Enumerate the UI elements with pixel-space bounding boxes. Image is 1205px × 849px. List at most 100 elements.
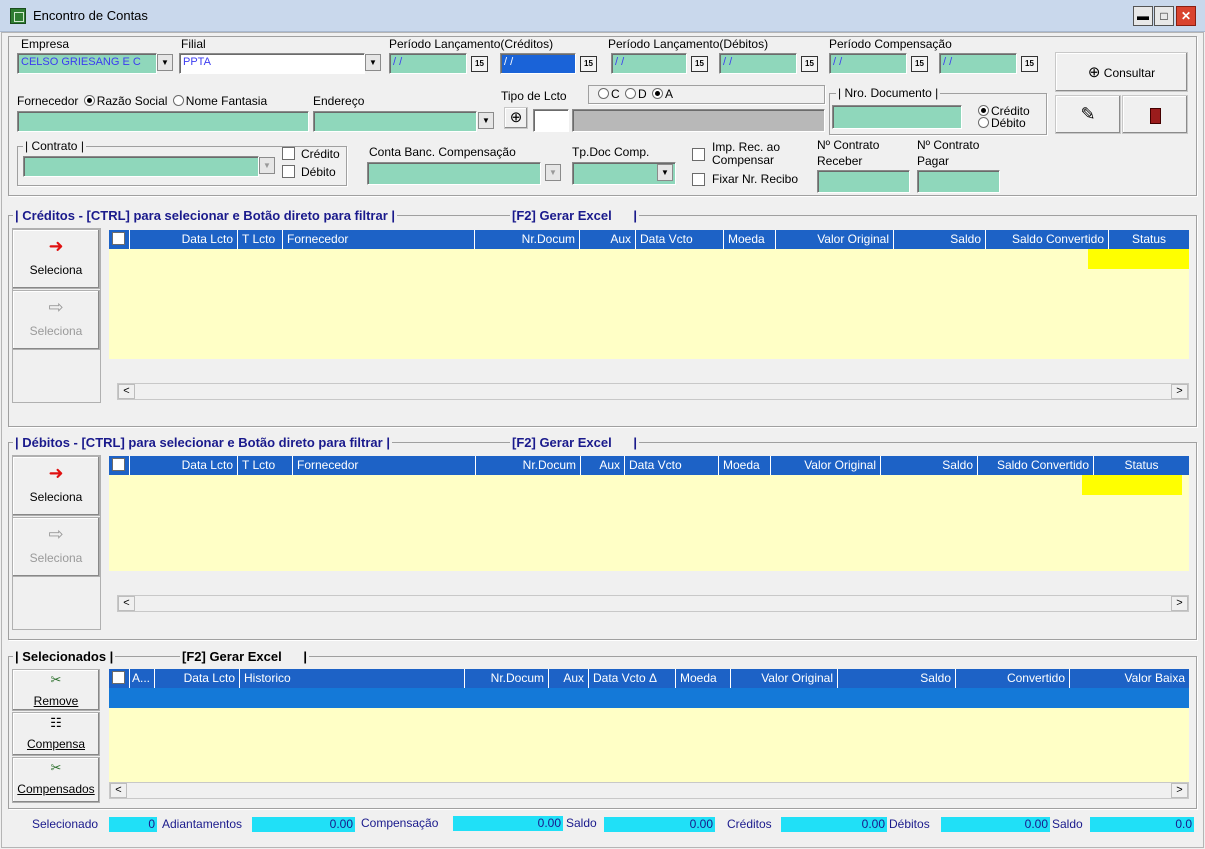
col-data-vcto[interactable]: Data Vcto (625, 456, 719, 475)
selecionados-excel-label[interactable]: [F2] Gerar Excel | (180, 649, 310, 664)
col-t-lcto[interactable]: T Lcto (238, 456, 293, 475)
maximize-button[interactable]: □ (1154, 6, 1174, 26)
calendar-icon[interactable]: 15 (691, 56, 708, 72)
selecionados-grid-body[interactable] (109, 708, 1189, 782)
col-valor-original[interactable]: Valor Original (771, 456, 881, 475)
exit-door-icon[interactable] (1122, 95, 1188, 134)
nome-fantasia-radio[interactable] (172, 95, 184, 106)
col-convertido[interactable]: Convertido (956, 669, 1070, 688)
creditos-date-end[interactable]: / / (500, 53, 576, 74)
tp-doc-field[interactable] (572, 162, 676, 185)
col-moeda[interactable]: Moeda (719, 456, 771, 475)
razao-social-radio[interactable] (83, 95, 95, 106)
compensados-button[interactable]: ✂ Compensados (12, 757, 100, 803)
nro-documento-field[interactable] (832, 105, 962, 129)
consultar-button[interactable]: ⊕ Consultar (1055, 52, 1188, 92)
scroll-right-icon[interactable]: > (1171, 596, 1188, 611)
col-data-lcto[interactable]: Data Lcto (130, 230, 238, 249)
calendar-icon[interactable]: 15 (471, 56, 488, 72)
contrato-dropdown-icon[interactable]: ▼ (259, 157, 275, 174)
select-all-checkbox[interactable] (109, 230, 130, 249)
col-t-lcto[interactable]: T Lcto (238, 230, 283, 249)
col-saldo[interactable]: Saldo (881, 456, 978, 475)
close-button[interactable]: ✕ (1176, 6, 1196, 26)
col-nr-docum[interactable]: Nr.Docum (475, 230, 580, 249)
calendar-icon[interactable]: 15 (580, 56, 597, 72)
scroll-right-icon[interactable]: > (1171, 384, 1188, 399)
tipo-lcto-code-field[interactable] (533, 109, 569, 132)
creditos-hscroll[interactable] (117, 383, 1189, 400)
col-moeda[interactable]: Moeda (676, 669, 731, 688)
remove-button[interactable]: ✂ Remove (12, 669, 100, 711)
creditos-date-start[interactable]: / / (389, 53, 467, 74)
compensacao-date-end[interactable]: / / (939, 53, 1017, 74)
col-valor-baixa[interactable]: Valor Baixa (1124, 671, 1185, 685)
select-all-checkbox[interactable] (109, 669, 130, 688)
col-data-vcto[interactable]: Data Vcto Δ (589, 669, 676, 688)
col-fornecedor[interactable]: Fornecedor (293, 456, 476, 475)
edit-pencil-icon[interactable]: ✎ (1055, 95, 1121, 134)
scroll-left-icon[interactable]: < (118, 384, 135, 399)
tipo-a-radio[interactable] (652, 88, 664, 99)
imp-rec-checkbox[interactable] (692, 148, 705, 161)
scroll-left-icon[interactable]: < (110, 783, 127, 798)
debitos-excel-label[interactable]: [F2] Gerar Excel | (510, 435, 640, 450)
fornecedor-field[interactable] (17, 111, 309, 132)
col-valor-original[interactable]: Valor Original (776, 230, 894, 249)
debito-radio[interactable] (978, 117, 989, 128)
tp-doc-dropdown-icon[interactable]: ▼ (657, 164, 673, 181)
col-aux[interactable]: Aux (581, 456, 625, 475)
fixar-nr-checkbox[interactable] (692, 173, 705, 186)
endereco-field[interactable] (313, 111, 477, 132)
col-fornecedor[interactable]: Fornecedor (283, 230, 475, 249)
calendar-icon[interactable]: 15 (801, 56, 818, 72)
compensa-button[interactable]: ☷ Compensa (12, 712, 100, 756)
col-nr-docum[interactable]: Nr.Docum (476, 456, 581, 475)
col-aux[interactable]: Aux (549, 669, 589, 688)
debitos-date-end[interactable]: / / (719, 53, 797, 74)
endereco-dropdown-icon[interactable]: ▼ (478, 112, 494, 129)
debitos-seleciona-button[interactable]: ➜ Seleciona (12, 456, 100, 516)
contrato-credito-checkbox[interactable] (282, 147, 295, 160)
nr-contrato-pagar-field[interactable] (917, 170, 1000, 193)
col-data-lcto[interactable]: Data Lcto (130, 456, 238, 475)
col-saldo[interactable]: Saldo (838, 669, 956, 688)
col-status[interactable]: Status (1124, 458, 1159, 472)
debitos-seleciona-disabled-button[interactable]: ⇨ Seleciona (12, 517, 100, 577)
creditos-grid-body[interactable] (109, 249, 1189, 359)
selected-row[interactable] (109, 688, 1189, 708)
col-saldo[interactable]: Saldo (894, 230, 986, 249)
minimize-button[interactable]: ▬ (1133, 6, 1153, 26)
scroll-right-icon[interactable]: > (1171, 783, 1188, 798)
select-all-checkbox[interactable] (109, 456, 130, 475)
creditos-seleciona-disabled-button[interactable]: ⇨ Seleciona (12, 290, 100, 350)
compensacao-date-start[interactable]: / / (829, 53, 907, 74)
conta-banc-field[interactable] (367, 162, 541, 185)
col-saldo-convertido[interactable]: Saldo Convertido (986, 230, 1109, 249)
contrato-field[interactable] (23, 156, 259, 177)
scroll-left-icon[interactable]: < (118, 596, 135, 611)
col-valor-original[interactable]: Valor Original (731, 669, 838, 688)
col-aux[interactable]: Aux (580, 230, 636, 249)
credito-radio[interactable] (978, 105, 989, 116)
nr-contrato-receber-field[interactable] (817, 170, 910, 193)
debitos-grid-body[interactable] (109, 475, 1189, 571)
creditos-excel-label[interactable]: [F2] Gerar Excel | (510, 208, 640, 223)
calendar-icon[interactable]: 15 (911, 56, 928, 72)
empresa-dropdown-icon[interactable]: ▼ (157, 54, 173, 71)
filial-dropdown-icon[interactable]: ▼ (365, 54, 381, 71)
selecionados-hscroll[interactable] (109, 782, 1189, 799)
debitos-date-start[interactable]: / / (611, 53, 687, 74)
col-data-vcto[interactable]: Data Vcto (636, 230, 724, 249)
tipo-d-radio[interactable] (625, 88, 637, 99)
col-a[interactable]: A... (130, 669, 155, 688)
col-nr-docum[interactable]: Nr.Docum (465, 669, 549, 688)
col-saldo-convertido[interactable]: Saldo Convertido (978, 456, 1094, 475)
zoom-search-icon[interactable]: ⊕ (504, 107, 528, 129)
calendar-icon[interactable]: 15 (1021, 56, 1038, 72)
tipo-c-radio[interactable] (598, 88, 609, 99)
col-historico[interactable]: Historico (240, 669, 465, 688)
conta-banc-dropdown-icon[interactable]: ▼ (545, 164, 561, 181)
col-status[interactable]: Status (1131, 232, 1167, 246)
creditos-seleciona-button[interactable]: ➜ Seleciona (12, 229, 100, 289)
